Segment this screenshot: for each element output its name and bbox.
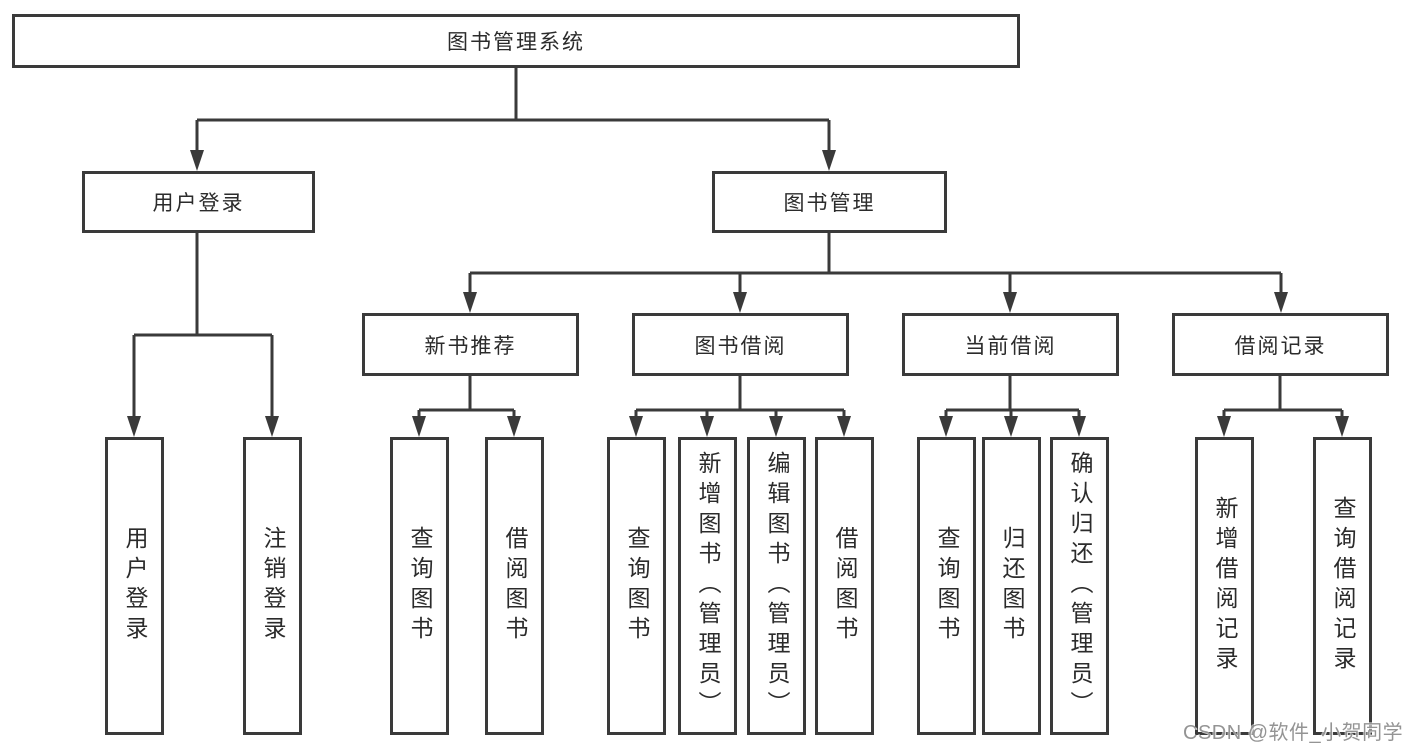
node-new-book-recommend-label: 新书推荐 [424,334,517,358]
leaf-query-borrow-record: 查询借阅记录 [1313,437,1372,735]
leaf-logout-label: 注销登录 [260,526,286,646]
leaf-edit-book-admin-label: 编辑图书（管理员） [764,451,790,721]
leaf-borrow-book: 借阅图书 [815,437,874,735]
leaf-add-book-admin: 新增图书（管理员） [678,437,737,735]
leaf-confirm-return-admin: 确认归还（管理员） [1050,437,1109,735]
connector-edges [132,66,1344,419]
leaf-user-login-label: 用户登录 [122,526,148,646]
node-book-management: 图书管理 [712,171,947,233]
leaf-logout: 注销登录 [243,437,302,735]
leaf-edit-book-admin: 编辑图书（管理员） [747,437,806,735]
leaf-query-book-current: 查询图书 [917,437,976,735]
node-root: 图书管理系统 [12,14,1020,68]
leaf-query-book-current-label: 查询图书 [934,526,960,646]
arrowheads [127,150,1349,437]
node-borrowing-records: 借阅记录 [1172,313,1389,376]
node-book-borrowing: 图书借阅 [632,313,849,376]
csdn-watermark: CSDN @软件_小贺同学 [1183,722,1404,744]
leaf-return-book: 归还图书 [982,437,1041,735]
leaf-query-book-recommend-label: 查询图书 [407,526,433,646]
node-new-book-recommend: 新书推荐 [362,313,579,376]
leaf-add-borrow-record-label: 新增借阅记录 [1212,496,1238,676]
leaf-borrow-book-label: 借阅图书 [832,526,858,646]
node-user-login: 用户登录 [82,171,315,233]
node-current-borrowing-label: 当前借阅 [964,334,1057,358]
node-book-management-label: 图书管理 [783,192,876,215]
node-current-borrowing: 当前借阅 [902,313,1119,376]
leaf-query-book-borrowing-label: 查询图书 [624,526,650,646]
node-user-login-label: 用户登录 [152,192,245,215]
leaf-query-book-borrowing: 查询图书 [607,437,666,735]
leaf-return-book-label: 归还图书 [999,526,1025,646]
leaf-query-borrow-record-label: 查询借阅记录 [1330,496,1356,676]
leaf-add-borrow-record: 新增借阅记录 [1195,437,1254,735]
node-root-label: 图书管理系统 [447,31,585,54]
leaf-add-book-admin-label: 新增图书（管理员） [695,451,721,721]
leaf-borrow-book-recommend-label: 借阅图书 [502,526,528,646]
node-book-borrowing-label: 图书借阅 [694,334,787,358]
leaf-query-book-recommend: 查询图书 [390,437,449,735]
leaf-borrow-book-recommend: 借阅图书 [485,437,544,735]
leaf-user-login: 用户登录 [105,437,164,735]
leaf-confirm-return-admin-label: 确认归还（管理员） [1067,451,1093,721]
node-borrowing-records-label: 借阅记录 [1234,334,1327,358]
